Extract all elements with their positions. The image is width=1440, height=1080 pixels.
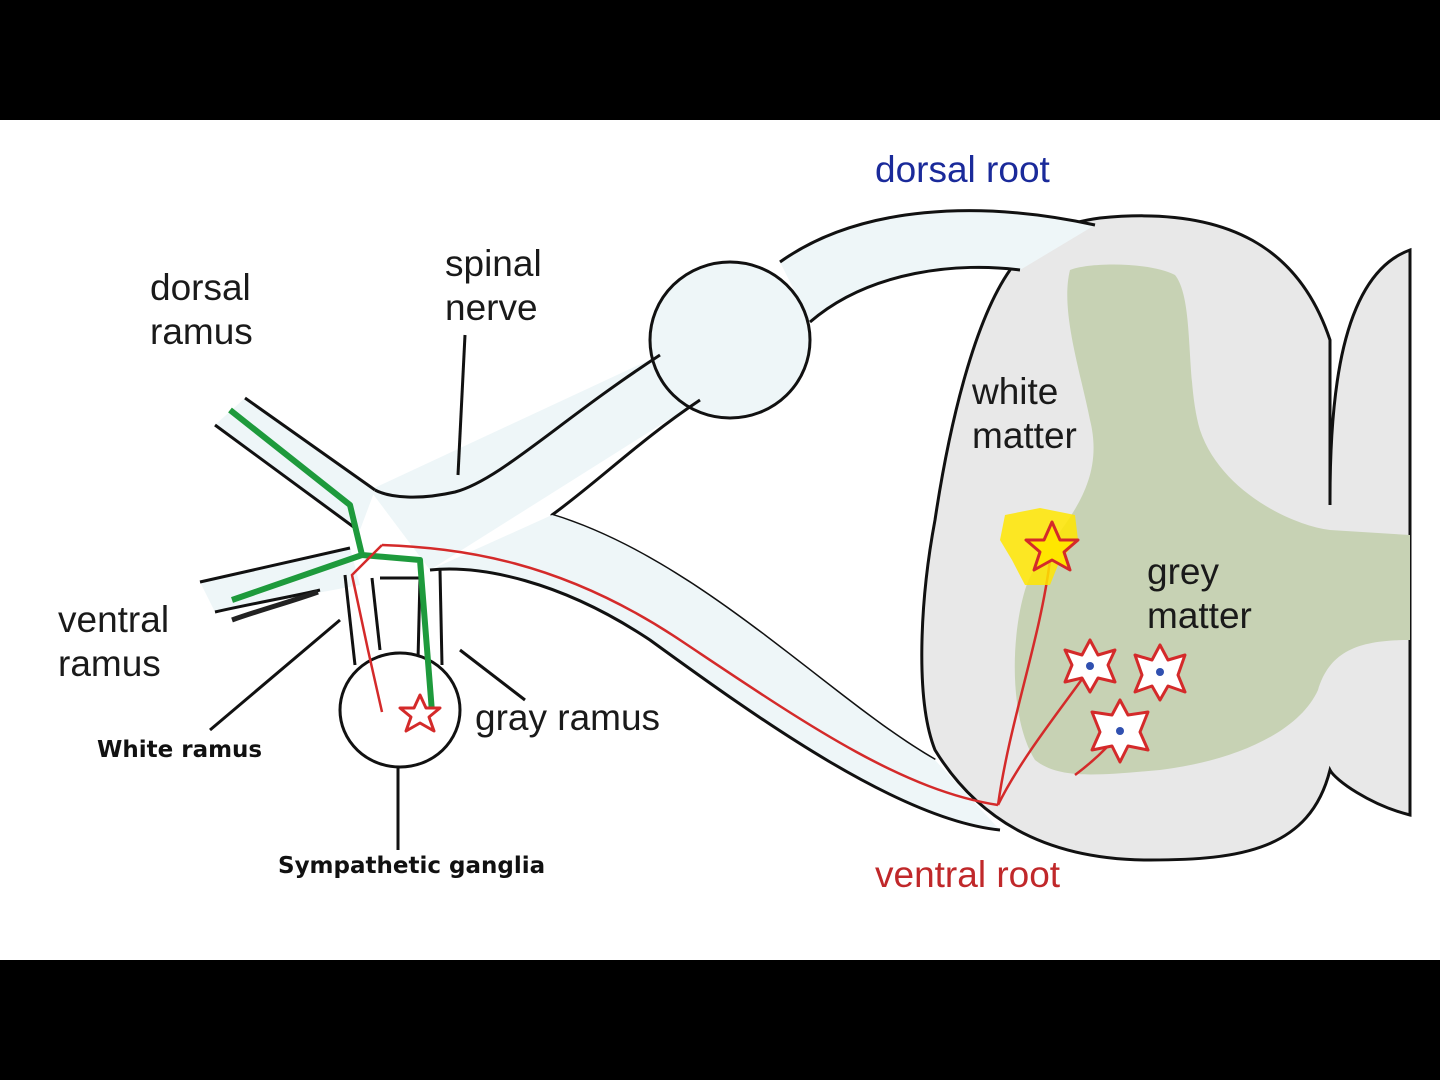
label-gray-ramus: gray ramus <box>475 697 661 738</box>
dorsal-ramus-line1: dorsal <box>150 267 251 308</box>
label-sympathetic-ganglia: Sympathetic ganglia <box>278 853 546 879</box>
label-ventral-ramus: ventral ramus <box>58 598 169 687</box>
label-spinal-nerve: spinal nerve <box>445 242 542 331</box>
label-grey-matter: grey matter <box>1147 550 1252 639</box>
grey-matter-line1: grey <box>1147 551 1219 592</box>
ventral-ramus-line2: ramus <box>58 643 161 685</box>
label-dorsal-root: dorsal root <box>875 148 1050 192</box>
ventral-ramus-line1: ventral <box>58 599 170 640</box>
label-ventral-root: ventral root <box>875 853 1060 897</box>
bottom-letterbox <box>0 960 1440 1080</box>
ganglion-neuron-star <box>398 693 442 733</box>
interneuron-star <box>1024 520 1080 572</box>
sympathetic-fiber-path <box>228 407 435 713</box>
dorsal-root-text: dorsal root <box>875 149 1050 190</box>
dorsal-ramus-line2: ramus <box>150 311 253 353</box>
spinal-nerve-line1: spinal <box>445 243 542 284</box>
sympathetic-ganglion <box>338 651 462 769</box>
motor-fiber-paths <box>350 543 1121 807</box>
label-dorsal-ramus: dorsal ramus <box>150 266 253 355</box>
white-matter-line1: white <box>972 371 1059 412</box>
spinal-nerve-line2: nerve <box>445 287 538 329</box>
grey-matter-region <box>1014 264 1410 775</box>
label-white-matter: white matter <box>972 370 1077 459</box>
label-white-ramus: White ramus <box>97 737 263 763</box>
top-letterbox <box>0 0 1440 120</box>
label-pointers <box>209 334 526 850</box>
grey-matter-line2: matter <box>1147 595 1252 637</box>
ventral-root-text: ventral root <box>875 854 1061 895</box>
neuron-nuclei <box>1086 662 1164 735</box>
ventral-ramus-shadow <box>231 589 319 623</box>
white-matter-line2: matter <box>972 415 1077 457</box>
